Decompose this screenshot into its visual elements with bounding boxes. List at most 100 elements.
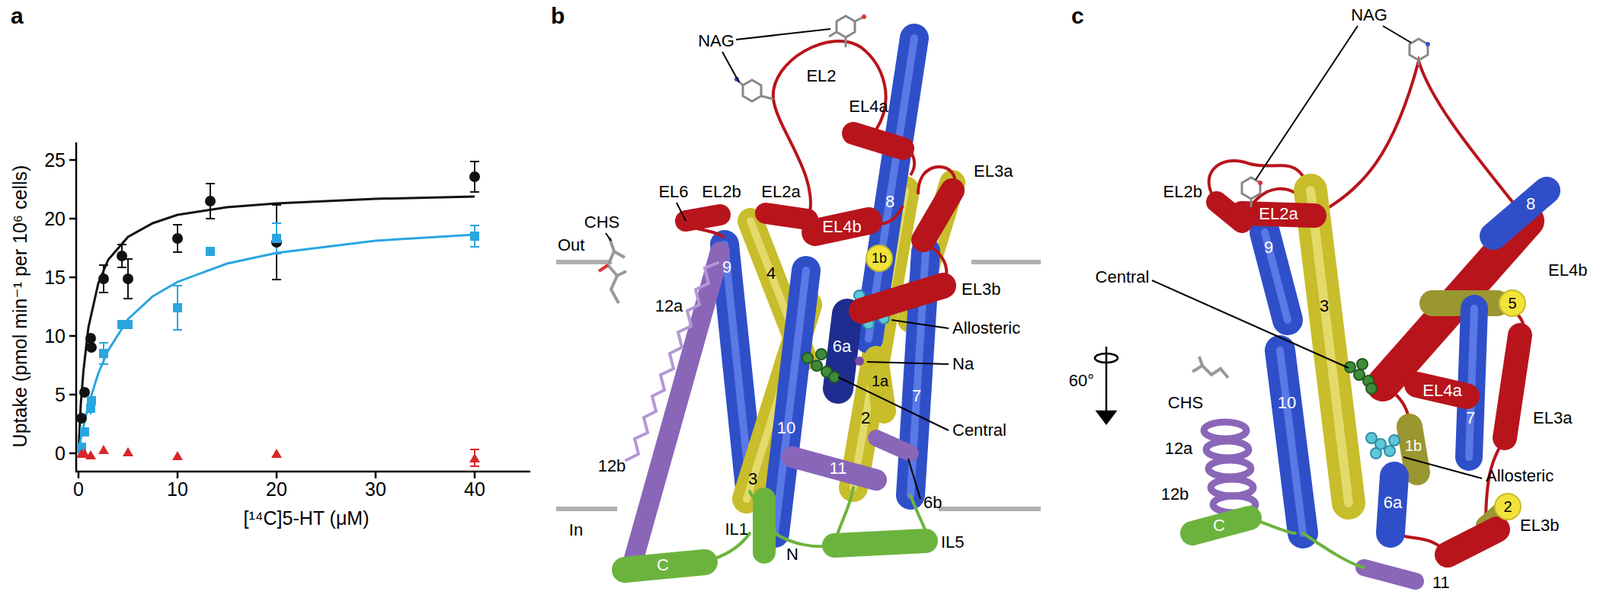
panel-letter: a bbox=[10, 4, 24, 28]
label: Central bbox=[1095, 268, 1150, 286]
label: 6a bbox=[832, 338, 852, 356]
label: 11 bbox=[1432, 574, 1450, 592]
data-points-black bbox=[76, 171, 480, 424]
leader-lines-b bbox=[605, 28, 949, 500]
nag-sugars-b bbox=[734, 14, 867, 102]
label: 10 bbox=[44, 326, 66, 346]
green-parts-c bbox=[1192, 518, 1364, 568]
error-bars bbox=[90, 161, 480, 467]
chart-axes bbox=[69, 142, 531, 479]
label: 2 bbox=[1503, 499, 1512, 515]
label: 10 bbox=[1277, 394, 1296, 412]
label: EL3a bbox=[973, 163, 1013, 180]
label: CHS bbox=[584, 214, 620, 231]
red-cylinders-b bbox=[685, 133, 953, 311]
label: 5 bbox=[54, 385, 66, 405]
green-parts-b bbox=[624, 487, 927, 570]
label: 10 bbox=[777, 419, 796, 437]
helices-b bbox=[724, 38, 953, 534]
rotation-symbol bbox=[1094, 346, 1118, 424]
purple-coils-c bbox=[1203, 422, 1256, 513]
label: 20 bbox=[44, 209, 66, 229]
label: Uptake (pmol min⁻¹ per 10⁶ cells) bbox=[10, 165, 30, 448]
label: EL2b bbox=[701, 183, 741, 201]
label: [¹⁴C]5-HT (μM) bbox=[243, 508, 370, 528]
label: 10 bbox=[166, 480, 189, 500]
label: 2 bbox=[860, 409, 871, 427]
label: CHS bbox=[1168, 394, 1204, 412]
leader-lines-c bbox=[1152, 25, 1482, 479]
label: EL4a bbox=[848, 98, 888, 116]
label: 1a bbox=[871, 373, 889, 389]
label: 11 bbox=[829, 460, 848, 477]
label: 7 bbox=[912, 387, 922, 405]
label: EL4b bbox=[822, 218, 861, 236]
label: 3 bbox=[1319, 297, 1329, 315]
helices-c bbox=[1216, 190, 1547, 582]
label: 8 bbox=[885, 193, 895, 211]
label: 9 bbox=[722, 259, 732, 276]
helix-end bbox=[1499, 290, 1526, 317]
label: Allosteric bbox=[1485, 467, 1554, 485]
loops-b bbox=[685, 41, 955, 286]
label: EL3a bbox=[1532, 409, 1572, 427]
label: EL3b bbox=[961, 281, 1001, 298]
label: 12a bbox=[655, 297, 684, 315]
label: 8 bbox=[1526, 195, 1536, 213]
label: 4 bbox=[766, 265, 776, 282]
label: EL2 bbox=[806, 67, 836, 85]
label: 7 bbox=[1465, 409, 1476, 427]
label: EL3b bbox=[1520, 517, 1559, 535]
label: Allosteric bbox=[952, 320, 1021, 337]
panel-letter: b bbox=[550, 4, 565, 28]
label: IL5 bbox=[940, 534, 965, 551]
cholesterol-sticks-c bbox=[1192, 356, 1229, 378]
label: EL6 bbox=[658, 183, 688, 201]
fit-curves bbox=[78, 196, 475, 454]
label: 0 bbox=[73, 480, 84, 500]
label: C bbox=[656, 556, 669, 574]
cholesterol-sticks bbox=[598, 237, 627, 304]
label: EL4a bbox=[1422, 382, 1462, 400]
label: Na bbox=[952, 355, 974, 373]
label: 12b bbox=[598, 457, 627, 475]
data-points-blue bbox=[76, 231, 480, 452]
ligands-c bbox=[1344, 358, 1400, 459]
label: 15 bbox=[44, 268, 66, 288]
label: 6b bbox=[923, 494, 942, 512]
label: 20 bbox=[265, 480, 288, 500]
label: Out bbox=[557, 236, 585, 254]
label: 9 bbox=[1264, 239, 1274, 256]
data-points-red bbox=[76, 444, 480, 463]
label: 3 bbox=[748, 470, 758, 488]
helix-end bbox=[866, 245, 893, 272]
label: EL2a bbox=[1258, 205, 1298, 223]
loops-c bbox=[1209, 60, 1528, 555]
label: 1b bbox=[1404, 438, 1422, 454]
label: 25 bbox=[44, 150, 66, 170]
label: In bbox=[569, 521, 583, 539]
label: IL1 bbox=[724, 521, 749, 538]
label: 6a bbox=[1383, 494, 1402, 512]
helix-end bbox=[1494, 493, 1521, 520]
label: N bbox=[786, 546, 799, 564]
label: 60° bbox=[1068, 372, 1095, 390]
label: 1b bbox=[871, 251, 887, 266]
label: 40 bbox=[464, 480, 486, 500]
label: Central bbox=[952, 422, 1007, 439]
label: 30 bbox=[364, 480, 387, 500]
label: 0 bbox=[54, 444, 66, 464]
label: EL4b bbox=[1548, 262, 1588, 279]
label: NAG bbox=[1350, 6, 1388, 24]
nag-sugars-c bbox=[1241, 38, 1431, 208]
label: EL2a bbox=[761, 183, 800, 201]
label: NAG bbox=[697, 32, 735, 50]
label: 12b bbox=[1161, 486, 1190, 503]
label: 5 bbox=[1507, 295, 1517, 311]
panel-letter: c bbox=[1071, 4, 1085, 28]
label: C bbox=[1212, 517, 1226, 535]
label: 12a bbox=[1164, 440, 1194, 458]
label: EL2b bbox=[1163, 183, 1203, 201]
